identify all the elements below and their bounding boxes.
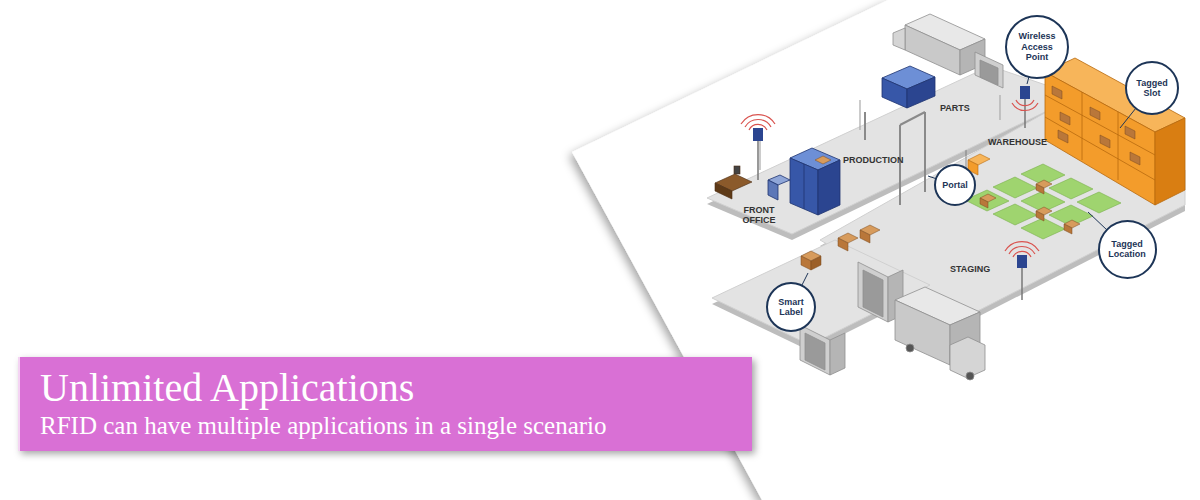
portal-frame-part [924, 112, 926, 192]
callout-label: Smart Label [773, 297, 809, 318]
production-machine [768, 148, 840, 215]
tagged-floor-tiles-part [993, 177, 1037, 198]
storage-shelf-part [1045, 117, 1155, 180]
top-truck [893, 14, 985, 75]
production-machine-part [818, 160, 840, 215]
rfid-reader-antennas-part [1024, 98, 1026, 128]
bottom-truck-part [950, 337, 985, 378]
callout-label: Wireless Access Point [1014, 31, 1060, 62]
rfid-reader-antennas-part [1017, 255, 1027, 268]
office-desk-part [715, 183, 732, 199]
area-label: WAREHOUSE [988, 137, 1047, 147]
dock-door-part [980, 60, 998, 85]
bottom-truck-part [906, 344, 914, 352]
bottom-truck-part [966, 372, 974, 380]
tagged-floor-tiles-part [1077, 192, 1121, 213]
portal-frame-part [900, 112, 925, 125]
portal-frame-part [864, 112, 866, 140]
office-desk-part [734, 166, 740, 174]
rfid-reader-antennas-part [757, 140, 759, 180]
loading-docks [800, 262, 903, 375]
dock-door-part [975, 52, 1003, 88]
callout-bubble: Tagged Location [1098, 220, 1157, 279]
callout-bubble: Smart Label [766, 282, 816, 332]
floor-boxes-part [1064, 224, 1072, 234]
leader-lines [791, 47, 1152, 307]
parts-rack-part [882, 78, 907, 108]
shelf-boxes-part [1058, 130, 1068, 143]
top-truck-part [893, 28, 905, 50]
rfid-reader-antennas-part [741, 115, 775, 130]
floor-boxes [801, 156, 1080, 270]
area-label: PARTS [940, 103, 970, 113]
banner-subheading: RFID can have multiple applications in a… [40, 411, 736, 441]
tagged-floor-tiles-part [993, 204, 1037, 225]
rfid-reader-antennas-part [1020, 86, 1030, 99]
floor-boxes-part [1036, 211, 1044, 221]
loading-docks-part [830, 333, 845, 375]
shelf-boxes-part [1100, 135, 1110, 148]
shelf-boxes-part [1125, 126, 1135, 139]
production-machine-part [768, 180, 778, 200]
shelf-boxes-part [1052, 86, 1062, 99]
tagged-floor-tiles-part [1049, 178, 1093, 199]
production-machine-part [790, 158, 818, 215]
area-label: STAGING [950, 264, 990, 274]
bottom-truck [895, 287, 985, 380]
shelf-boxes-part [1090, 107, 1100, 120]
storage-shelf-part [1155, 118, 1185, 205]
area-label: FRONT OFFICE [733, 205, 785, 226]
tagged-floor-tiles-part [1021, 218, 1065, 239]
loading-docks-part [863, 270, 883, 317]
callout-label: Tagged Slot [1132, 78, 1172, 99]
storage-shelf-part [1118, 112, 1119, 180]
tagged-floor-tiles [965, 164, 1121, 239]
callout-bubble: Tagged Slot [1125, 61, 1179, 115]
loading-docks-part [805, 333, 825, 370]
loading-docks-part [858, 262, 888, 322]
storage-shelf [1045, 58, 1185, 205]
office-desk [715, 166, 752, 199]
partition-walls-part [999, 95, 1000, 120]
rfid-reader-antennas-part [753, 128, 763, 141]
floor-boxes-part [1036, 184, 1044, 194]
title-banner: Unlimited ApplicationsRFID can have mult… [18, 357, 752, 451]
floor-boxes-part [801, 256, 811, 270]
area-label: PRODUCTION [843, 155, 904, 165]
floor-boxes-part [815, 156, 831, 164]
floor-boxes-part [860, 230, 870, 243]
parts-rack-part [907, 77, 935, 108]
partition-walls-part [759, 140, 760, 170]
parts-rack [882, 66, 935, 108]
banner-heading: Unlimited Applications [40, 365, 736, 411]
dock-door [975, 52, 1003, 88]
rfid-reader-antennas-part [1005, 242, 1039, 257]
rfid-reader-antennas-part [1021, 268, 1023, 300]
partition-walls-part [859, 100, 860, 130]
bottom-truck-part [895, 300, 950, 365]
rfid-reader-antennas [741, 86, 1039, 300]
callout-label: Portal [939, 180, 971, 190]
callout-bubble: Wireless Access Point [1005, 15, 1069, 79]
shelf-boxes-part [1130, 152, 1140, 165]
partition-walls [760, 95, 1000, 170]
production-machine-part [804, 164, 805, 209]
callout-bubble: Portal [934, 164, 976, 206]
shelf-boxes-part [1060, 112, 1070, 125]
floor-boxes-part [980, 198, 988, 208]
loading-docks-part [800, 325, 830, 375]
floor-boxes-part [838, 238, 848, 251]
storage-shelf-part [1082, 92, 1083, 160]
callout-label: Tagged Location [1104, 239, 1150, 260]
floor-boxes-part [811, 256, 821, 270]
rfid-reader-antennas-part [1012, 100, 1038, 111]
